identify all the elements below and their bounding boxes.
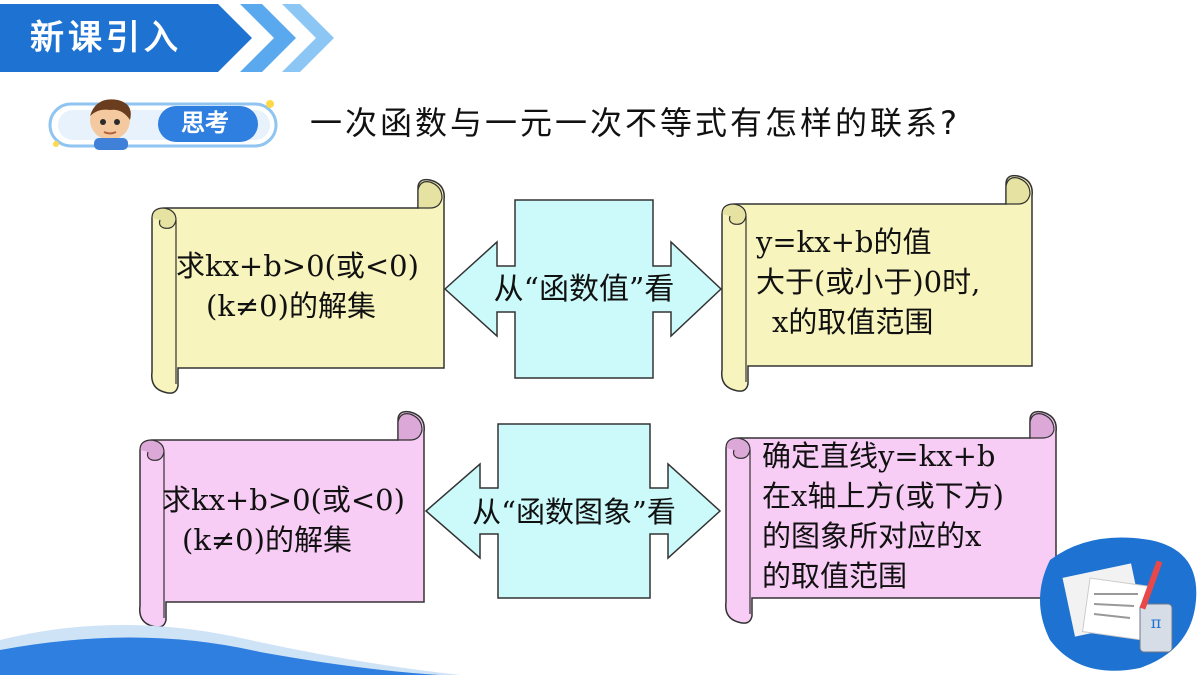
left-line2: (k≠0)的解集 <box>206 289 376 323</box>
svg-text:π: π <box>1151 613 1162 632</box>
arrow-label-row1: 从“函数值”看 <box>493 272 675 307</box>
right-line3: x的取值范围 <box>772 305 934 339</box>
scroll-left-row1 <box>151 178 445 394</box>
scroll-left-row2-text: 求kx+b>0(或<0) (k≠0)的解集 <box>162 480 405 560</box>
right-line1: y=kx+b的值 <box>756 225 932 259</box>
think-badge <box>48 99 278 150</box>
math-illustration: π <box>1040 537 1197 671</box>
think-label: 思考 <box>181 109 229 137</box>
scroll-left-row1-text: 求kx+b>0(或<0) (k≠0)的解集 <box>176 246 419 326</box>
header-banner <box>0 4 334 72</box>
scroll-right-row1 <box>721 174 1033 392</box>
right-line2: 大于(或小于)0时, <box>756 265 981 299</box>
double-arrow-row2 <box>424 423 722 599</box>
right-line3: 的图象所对应的x <box>762 519 982 553</box>
wave-decoration <box>0 625 460 675</box>
right-line1: 确定直线y=kx+b <box>762 439 996 473</box>
left-line1: 求kx+b>0(或<0) <box>176 249 419 283</box>
scroll-left-row2 <box>139 410 425 628</box>
right-line4: 的取值范围 <box>762 559 908 593</box>
double-arrow-row1 <box>443 199 723 379</box>
left-line1: 求kx+b>0(或<0) <box>162 483 405 517</box>
scroll-right-row1-text: y=kx+b的值 大于(或小于)0时, x的取值范围 <box>756 222 980 342</box>
right-line2: 在x轴上方(或下方) <box>762 479 1004 513</box>
question-text: 一次函数与一元一次不等式有怎样的联系? <box>310 104 960 142</box>
scroll-right-row2 <box>725 410 1057 624</box>
thinking-kid-avatar <box>90 99 131 150</box>
arrow-label-row2: 从“函数图象”看 <box>472 495 676 529</box>
scroll-right-row2-text: 确定直线y=kx+b 在x轴上方(或下方) 的图象所对应的x 的取值范围 <box>762 436 1004 596</box>
left-line2: (k≠0)的解集 <box>182 523 352 557</box>
section-title: 新课引入 <box>30 18 182 58</box>
